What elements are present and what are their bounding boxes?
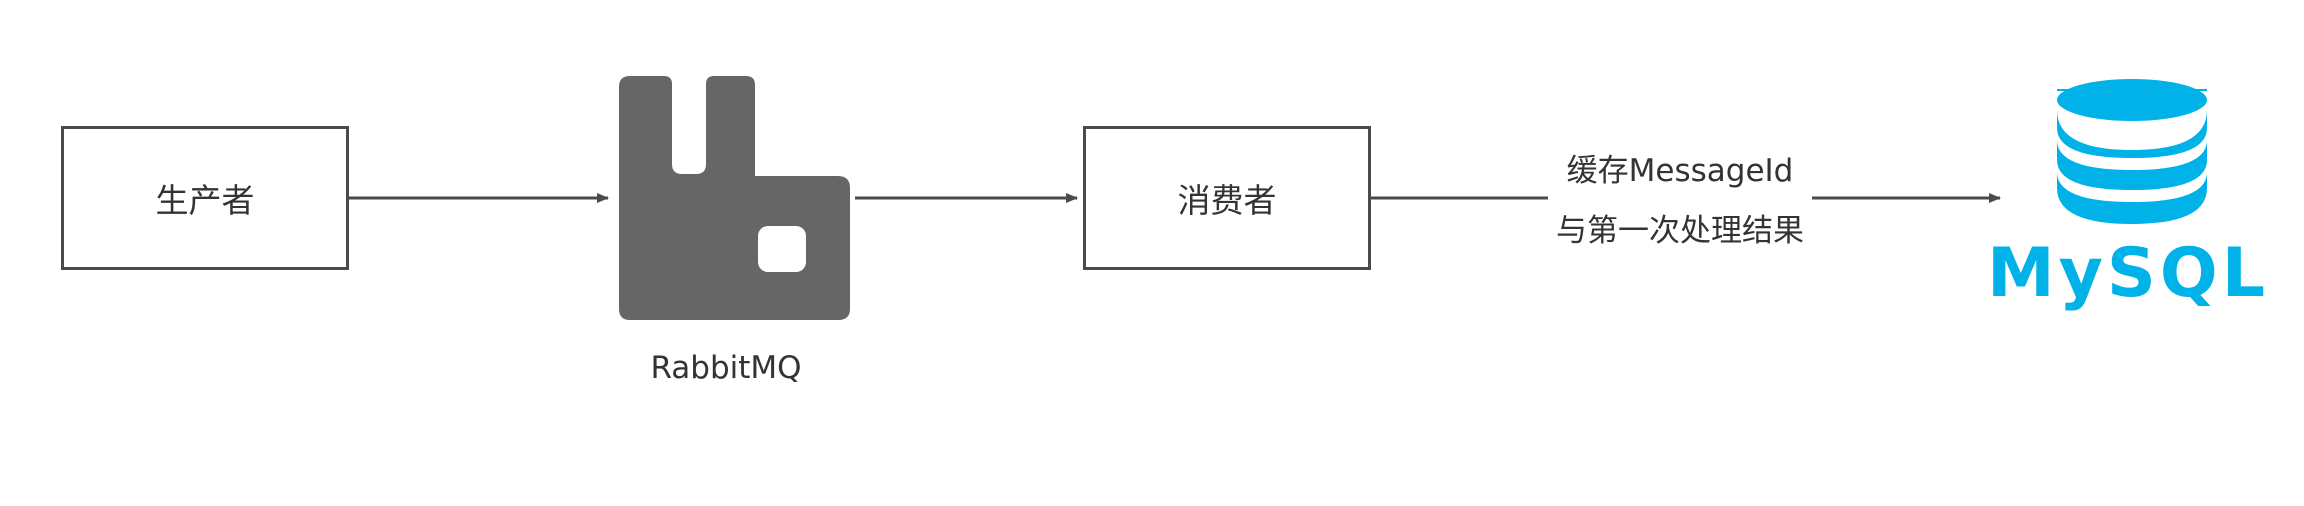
consumer-node: 消费者 (1083, 126, 1371, 270)
mysql-database-icon (2057, 79, 2207, 224)
mysql-label: MySQL (1987, 234, 2269, 313)
consumer-label: 消费者 (1177, 181, 1277, 220)
rabbitmq-logo-icon (619, 76, 850, 320)
edge-label-first-result: 与第一次处理结果 (1556, 213, 1804, 249)
producer-label: 生产者 (155, 181, 255, 220)
edge-label-cache-message-id: 缓存MessageId (1566, 153, 1794, 189)
producer-node: 生产者 (61, 126, 349, 270)
rabbitmq-label: RabbitMQ (650, 350, 802, 386)
